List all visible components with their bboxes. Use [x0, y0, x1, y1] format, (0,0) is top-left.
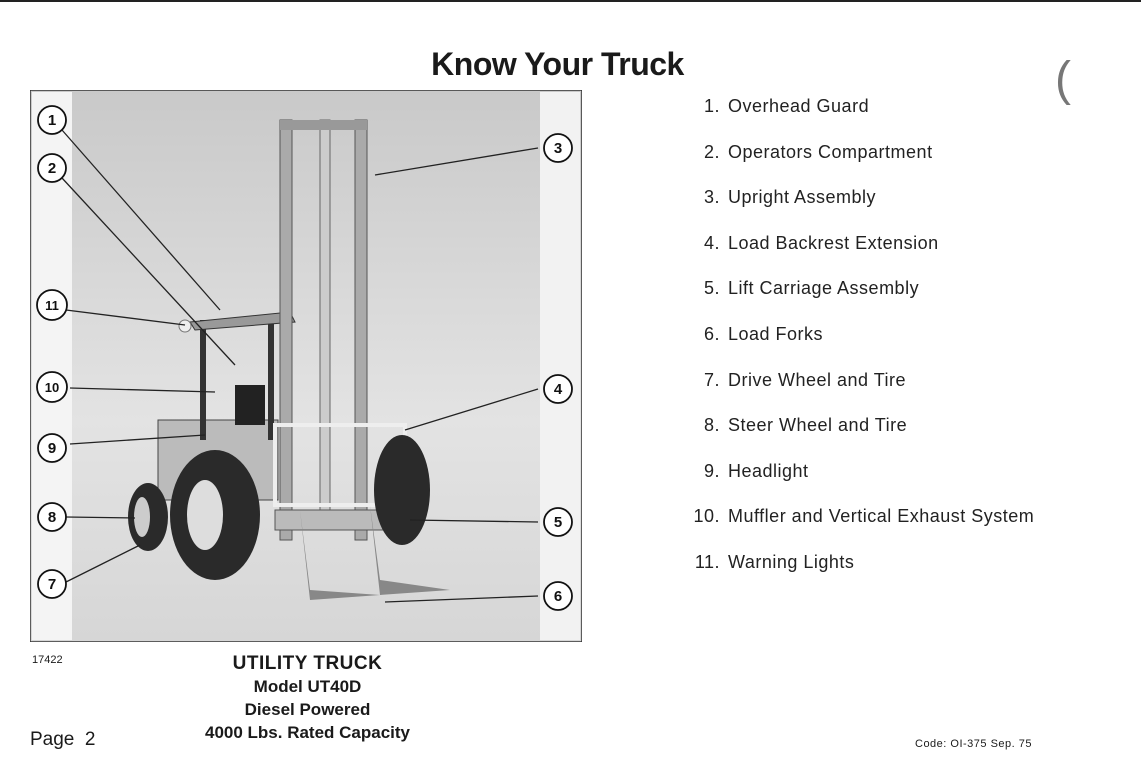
svg-text:7: 7	[48, 576, 56, 593]
list-item: 7.Drive Wheel and Tire	[703, 369, 907, 390]
list-item: 11.Warning Lights	[694, 551, 855, 572]
leader-lines	[61, 129, 539, 603]
page-number: Page 2	[30, 729, 96, 750]
callout-1: 1	[37, 105, 67, 135]
svg-text:6: 6	[554, 588, 562, 605]
caption-title: UTILITY TRUCK	[232, 653, 383, 674]
list-item: 5.Lift Carriage Assembly	[703, 278, 920, 299]
forklift-photo: 1 2 3 4 5 6 7 8 9 10 11	[30, 90, 582, 642]
svg-text:10: 10	[45, 380, 59, 395]
callout-11: 11	[36, 289, 68, 321]
callout-5: 5	[543, 507, 573, 537]
svg-text:4: 4	[554, 381, 563, 398]
callout-9: 9	[37, 433, 67, 463]
figure-number: 17422	[32, 654, 63, 666]
document-code: Code: OI-375 Sep. 75	[915, 738, 1033, 750]
list-item: 4.Load Backrest Extension	[703, 232, 939, 253]
svg-text:3: 3	[554, 140, 562, 157]
callout-3: 3	[543, 133, 573, 163]
callout-2: 2	[37, 153, 67, 183]
svg-text:11: 11	[45, 298, 59, 313]
callout-10: 10	[36, 371, 68, 403]
parts-list: 1.Overhead Guard 2.Operators Compartment…	[680, 96, 1034, 598]
callout-4: 4	[543, 374, 573, 404]
svg-text:2: 2	[48, 160, 56, 177]
callout-6: 6	[543, 581, 573, 611]
page-border	[0, 0, 1141, 2]
svg-text:1: 1	[48, 112, 56, 129]
callout-8: 8	[37, 502, 67, 532]
svg-text:8: 8	[48, 509, 56, 526]
list-item: 1.Overhead Guard	[703, 96, 870, 116]
margin-mark: (	[1055, 53, 1071, 106]
forklift-drawing	[128, 119, 450, 600]
list-item: 3.Upright Assembly	[703, 187, 877, 208]
list-item: 8.Steer Wheel and Tire	[703, 415, 908, 436]
list-item: 10.Muffler and Vertical Exhaust System	[693, 506, 1035, 527]
callout-7: 7	[37, 569, 67, 599]
list-item: 2.Operators Compartment	[703, 141, 933, 162]
caption-capacity: 4000 Lbs. Rated Capacity	[204, 723, 411, 742]
caption-power: Diesel Powered	[244, 700, 371, 719]
svg-text:9: 9	[48, 440, 56, 457]
list-item: 6.Load Forks	[703, 323, 824, 344]
figure-caption: UTILITY TRUCK Model UT40D Diesel Powered…	[180, 652, 435, 744]
caption-model: Model UT40D	[253, 677, 362, 696]
svg-text:5: 5	[554, 514, 562, 531]
list-item: 9.Headlight	[703, 460, 809, 481]
page-title: Know Your Truck	[431, 46, 684, 82]
